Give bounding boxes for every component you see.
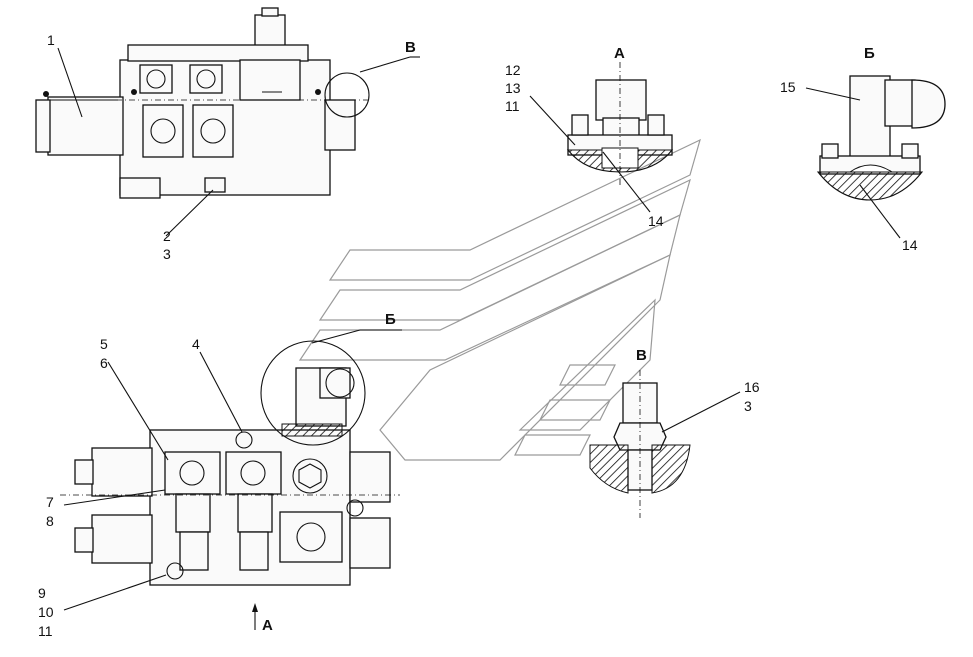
callout-13: 13: [505, 80, 521, 96]
main-view-top: [35, 7, 370, 199]
view-b-section: [816, 75, 946, 201]
callout-5: 5: [100, 336, 108, 352]
callout-14-view-a: 14: [648, 213, 664, 229]
view-a-label: А: [614, 45, 625, 62]
view-v-label-top: В: [405, 39, 416, 56]
callout-3: 3: [163, 246, 171, 262]
view-v-section: [589, 370, 691, 518]
leader-lines: [40, 47, 901, 630]
main-view-bottom: [60, 340, 400, 586]
callout-8: 8: [46, 513, 54, 529]
callout-2: 2: [163, 228, 171, 244]
callout-1: 1: [47, 32, 55, 48]
callout-9: 9: [38, 585, 46, 601]
view-v-detail-label: В: [636, 347, 647, 364]
view-a-section: [566, 62, 674, 185]
callout-4: 4: [192, 336, 200, 352]
callout-10: 10: [38, 604, 54, 620]
view-b-detail-label: Б: [385, 311, 396, 328]
watermark-logo: [298, 138, 701, 461]
callout-12: 12: [505, 62, 521, 78]
view-b-label: Б: [864, 45, 875, 62]
callout-7: 7: [46, 494, 54, 510]
callout-16: 16: [744, 379, 760, 395]
callout-15: 15: [780, 79, 796, 95]
callout-6: 6: [100, 355, 108, 371]
callout-14-view-b: 14: [902, 237, 918, 253]
callout-3-view-v: 3: [744, 398, 752, 414]
callout-11-view-a: 11: [505, 98, 520, 114]
callout-11: 11: [38, 623, 53, 639]
view-a-arrow-label: А: [262, 617, 273, 634]
